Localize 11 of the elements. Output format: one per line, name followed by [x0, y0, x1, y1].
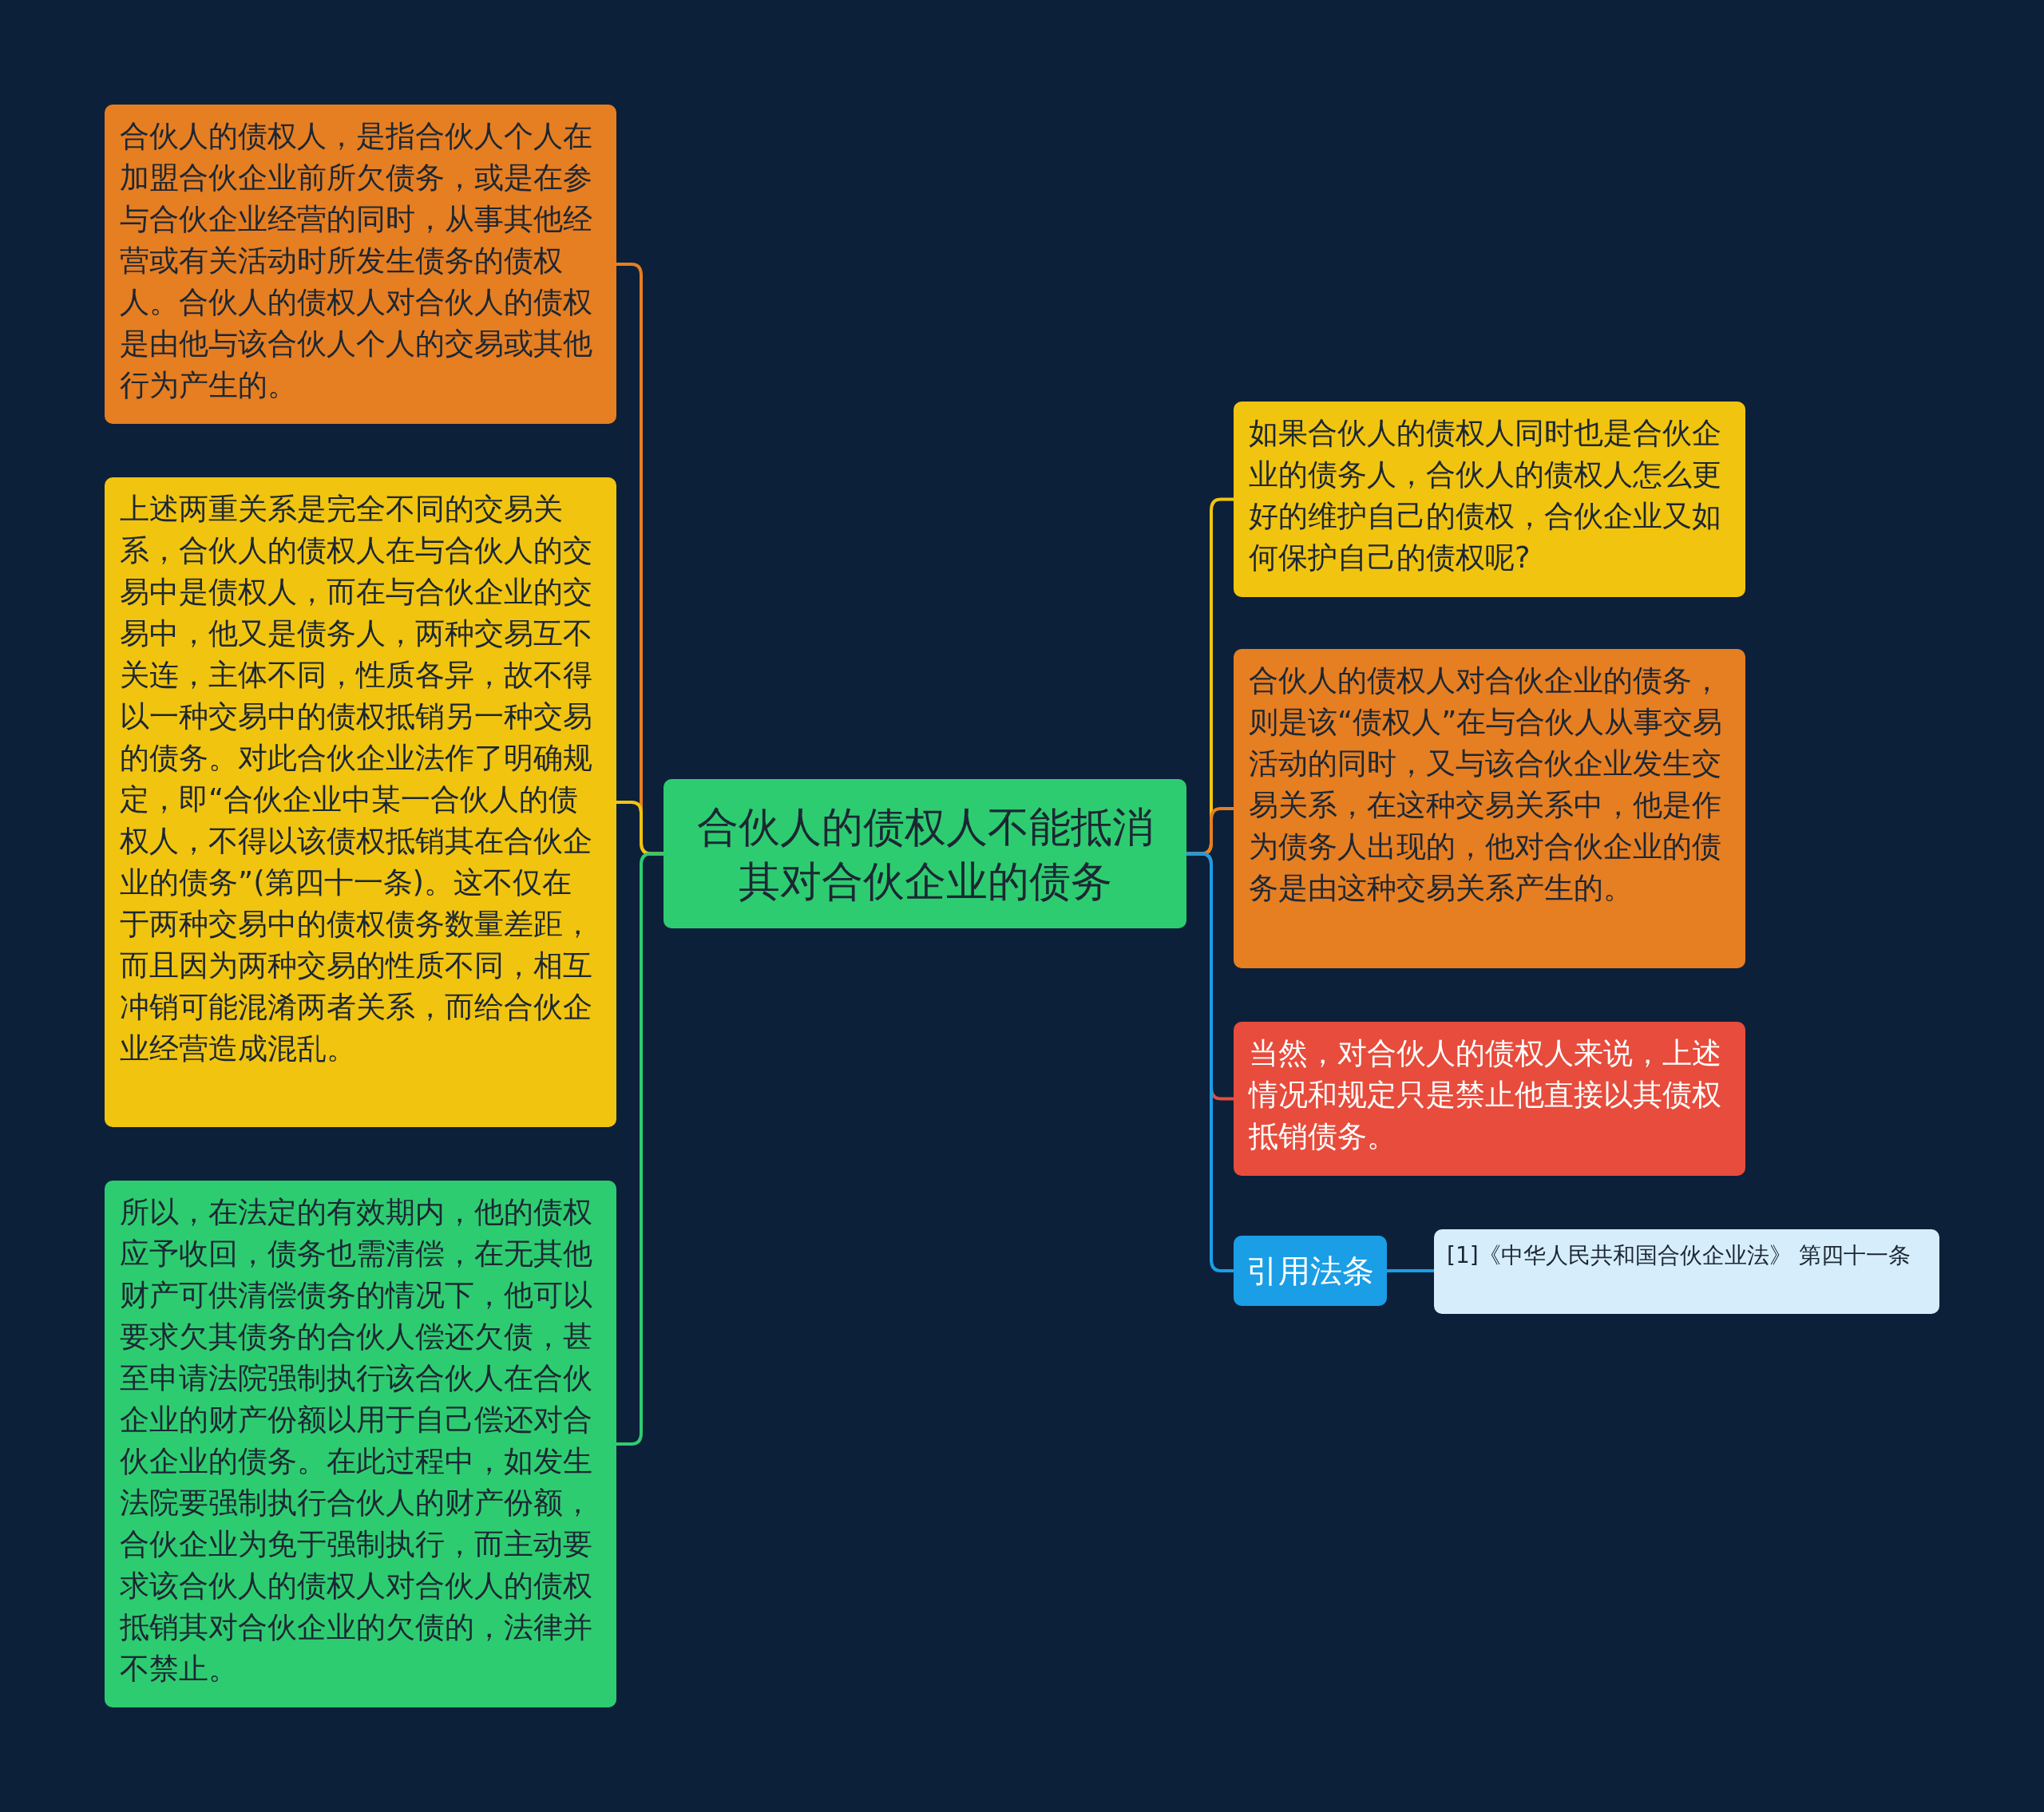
- reference-card: [1]《中华人民共和国合伙企业法》 第四十一条: [1434, 1229, 1939, 1314]
- text-card: 当然，对合伙人的债权人来说，上述情况和规定只是禁止他直接以其债权抵销债务。: [1234, 1022, 1745, 1176]
- connector-line: [1186, 852, 1234, 1272]
- text-card: 上述两重关系是完全不同的交易关系，合伙人的债权人在与合伙人的交易中是债权人，而在与合伙企业的交易中，他又是债务人，两种交易互不关连，主体不同，性质各异，故不得以一种交易中的债权抵销另一种交易的债务。对此合伙企业法作了明确规定，即“合伙企业中某一合伙人的债权人，不得以该债权抵销其在合伙企业的债务”(第四十一条)。这不仅在于两种交易中的债权债务数量差距，而且因为两种交易的性质不同，相互冲销可能混淆两者关系，而给合伙企业经营造成混乱。: [105, 477, 616, 1127]
- text-card: 所以，在法定的有效期内，他的债权应予收回，债务也需清偿，在无其他财产可供清偿债务的情况下，他可以要求欠其债务的合伙人偿还欠债，甚至申请法院强制执行该合伙人在合伙企业的财产份额以用于自己偿还对合伙企业的债务。在此过程中，如发生法院要强制执行合伙人的财产份额，合伙企业为免于强制执行，而主动要求该合伙人的债权人对合伙人的债权抵销其对合伙企业的欠债的，法律并不禁止。: [105, 1181, 616, 1707]
- text-card: 如果合伙人的债权人同时也是合伙企业的债务人，合伙人的债权人怎么更好的维护自己的债权，合伙企业又如何保护自己的债权呢?: [1234, 402, 1745, 597]
- text-card: 合伙人的债权人，是指合伙人个人在加盟合伙企业前所欠债务，或是在参与合伙企业经营的同时，从事其他经营或有关活动时所发生债务的债权人。合伙人的债权人对合伙人的债权是由他与该合伙人个人的交易或其他行为产生的。: [105, 105, 616, 424]
- topic-box: 合伙人的债权人不能抵消其对合伙企业的债务: [664, 779, 1186, 928]
- connector-line: [1387, 1269, 1434, 1272]
- topic-box: 引用法条: [1234, 1236, 1387, 1306]
- text-card: 合伙人的债权人对合伙企业的债务，则是该“债权人”在与合伙人从事交易活动的同时，又与该合伙企业发生交易关系，在这种交易关系中，他是作为债务人出现的，他对合伙企业的债务是由这种交易关系产生的。: [1234, 649, 1745, 968]
